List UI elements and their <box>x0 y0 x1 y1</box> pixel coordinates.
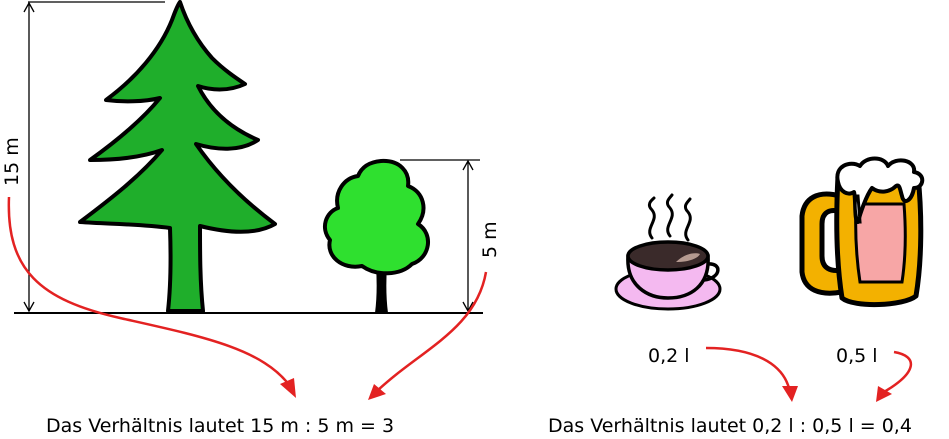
beer-volume-label: 0,5 l <box>836 345 878 367</box>
big-tree-height-label: 15 m <box>1 137 23 186</box>
drinks-ratio-statement: Das Verhältnis lautet 0,2 l : 0,5 l = 0,… <box>548 415 912 437</box>
arrow-small-tree <box>375 271 488 393</box>
arrow-big-tree <box>7 196 292 387</box>
arrow-coffee-head <box>782 386 798 402</box>
arrow-small-tree-head <box>368 384 386 400</box>
arrow-coffee <box>705 346 792 393</box>
coffee-volume-label: 0,2 l <box>648 345 690 367</box>
arrow-big-tree-head <box>280 378 296 398</box>
arrow-beer-head <box>876 386 892 402</box>
coffee-cup-icon <box>614 193 722 311</box>
fir-tree-icon <box>78 0 277 313</box>
big-tree-dimension <box>23 1 165 313</box>
beer-mug-icon <box>799 156 925 307</box>
arrow-beer <box>883 350 913 394</box>
small-tree-height-label: 5 m <box>479 221 501 258</box>
small-tree-dimension <box>400 159 480 313</box>
round-tree-icon <box>322 158 430 313</box>
trees-ratio-statement: Das Verhältnis lautet 15 m : 5 m = 3 <box>46 415 394 437</box>
